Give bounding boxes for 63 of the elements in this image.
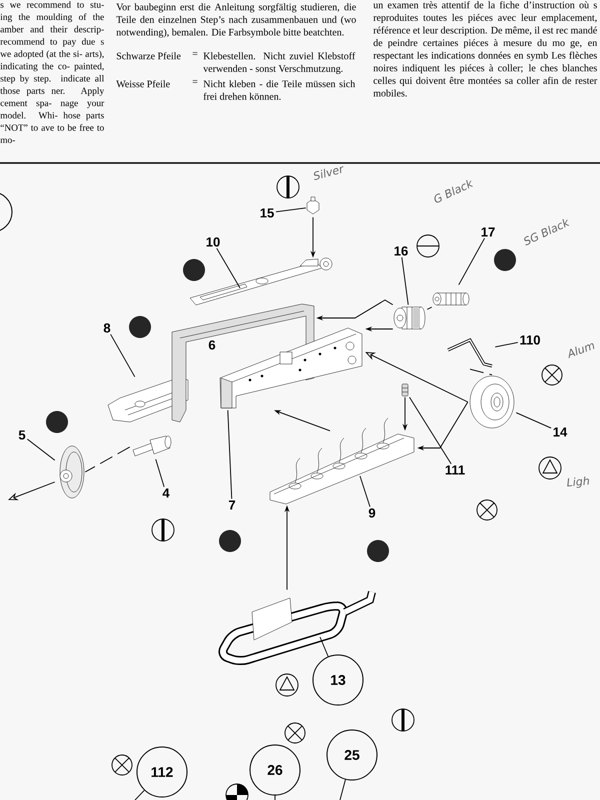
nut-drawing	[306, 196, 320, 214]
circled-callout-number: 112	[136, 746, 188, 798]
guide-line	[84, 446, 130, 472]
pulley-drawing	[470, 376, 514, 428]
callout-number: 10	[206, 237, 220, 247]
exhaust-drawing	[218, 591, 376, 666]
callout-number: 16	[394, 246, 408, 256]
leader-line	[516, 412, 552, 429]
cover-plate-drawing	[190, 258, 332, 306]
leader-line	[110, 334, 136, 378]
leader-line	[216, 248, 240, 288]
leader-line	[155, 458, 165, 488]
callout-number: 6	[208, 340, 216, 350]
handwritten-note: Ligh	[567, 476, 589, 488]
handwritten-note: Silver	[314, 166, 344, 180]
manifold-drawing	[270, 418, 414, 504]
callout-number: 7	[228, 500, 236, 510]
circled-callout-number: 26	[250, 744, 300, 796]
callout-number: 14	[554, 428, 568, 436]
leader-line	[401, 256, 409, 306]
guide-line	[426, 306, 432, 310]
instruction-text: s we recommend to stu- ing the moulding of the amber and their descrip- recommend to pay due s we adopted (at the si- arts), indicating the co- painted, step by step. indicate all those parts ner. Apply cement spa- nage your model. Whi- hose parts “NOT” to ave to be free to mo-	[0, 1, 104, 144]
leader-line	[274, 795, 276, 800]
circled-callout-number: 25	[326, 730, 378, 780]
leader-line	[26, 438, 56, 461]
leader-line	[458, 238, 486, 286]
disc-drawing	[60, 446, 84, 498]
leader-line	[409, 396, 452, 464]
callout-number: 110	[520, 335, 540, 345]
cylinder-head-drawing	[220, 328, 362, 408]
callout-number: 8	[104, 323, 110, 333]
guide-line	[470, 368, 492, 376]
leader-line	[320, 636, 329, 657]
callout-number: 111	[446, 466, 465, 474]
leader-line	[227, 410, 232, 500]
crank-rod-drawing	[447, 338, 492, 368]
leader-line	[134, 790, 145, 800]
leader-line	[275, 208, 306, 212]
callout-number: 4	[162, 488, 170, 498]
term-label: Weisse Pfeile	[116, 80, 170, 88]
leader-line	[340, 779, 346, 800]
definition-text: Klebestellen. Nicht zuviel Klebstoff verwenden - sonst Verschmutzung.	[203, 52, 356, 74]
leader-line	[494, 342, 518, 348]
callout-number: 17	[482, 228, 495, 236]
handwritten-note: Alum	[568, 343, 594, 358]
equals-sign: =	[192, 52, 198, 55]
callout-number: 9	[368, 508, 376, 518]
instruction-text: un examen très attentif de la fiche d’instruction où s reproduites toutes les piéces avec leur emplacement, référence et leur description. De même, il est rec mandé de peindre certaines piéces à mesure du mo ge, en respectant les indications données en symb Les flèches noires indiquent les piéces à coller; le ches blanches celles qui doivent être montées sa coller afin de rester mobiles.	[373, 1, 598, 97]
handwritten-note: SG Black	[524, 218, 570, 246]
pin-drawing	[402, 384, 408, 396]
plug-drawing	[432, 292, 470, 306]
definition-text: Nicht kleben - die Teile müssen sich frei drehen können.	[203, 80, 356, 100]
frame-drawing	[172, 304, 314, 422]
term-label: Schwarze Pfeile	[116, 52, 181, 60]
circled-callout-number: 13	[312, 654, 364, 706]
instruction-text: Vor baubeginn erst die Anleitung sorgfältig studieren, die Teile den einzelnen Step’s nach zusammenbauen und (wo notwending), bemalen. Die Farbsymbole bitte beatchten.	[116, 3, 356, 38]
leader-line	[360, 476, 370, 508]
handwritten-note: G Black	[434, 180, 474, 203]
callout-number: 5	[18, 430, 26, 440]
callout-number: 15	[260, 208, 274, 218]
equals-sign: =	[192, 80, 198, 83]
bolt-drawing	[132, 436, 172, 456]
cap-drawing	[394, 306, 426, 330]
